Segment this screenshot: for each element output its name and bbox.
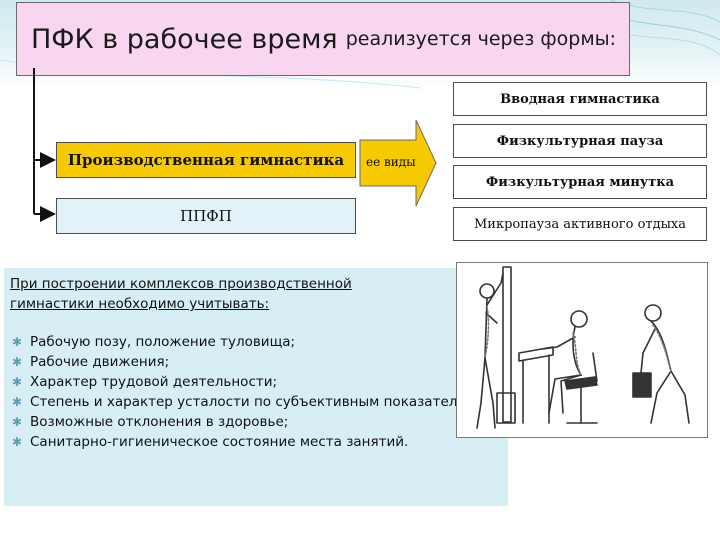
list-item-text: Характер трудовой деятельности; bbox=[30, 374, 278, 390]
list-item: ✱ Санитарно-гигиеническое состояние места… bbox=[10, 432, 510, 452]
list-item: ✱ Характер трудовой деятельности; bbox=[10, 372, 510, 392]
list-item: ✱ Возможные отклонения в здоровье; bbox=[10, 412, 510, 432]
list-item-text: Степень и характер усталости по субъекти… bbox=[30, 394, 481, 410]
list-item-text: Рабочие движения; bbox=[30, 354, 170, 370]
type-exercise-minute: Физкультурная минутка bbox=[453, 165, 707, 199]
asterisk-bullet-icon: ✱ bbox=[12, 435, 23, 449]
asterisk-bullet-icon: ✱ bbox=[12, 335, 23, 349]
considerations-panel bbox=[4, 268, 508, 506]
list-item: ✱ Степень и характер усталости по субъект… bbox=[10, 392, 510, 412]
title-box: ПФК в рабочее время реализуется через фо… bbox=[16, 2, 630, 76]
considerations-list: ✱ Рабочую позу, положение туловища; ✱ Рабо… bbox=[10, 332, 510, 452]
list-item-text: Санитарно-гигиеническое состояние места … bbox=[30, 434, 409, 450]
list-item: ✱ Рабочие движения; bbox=[10, 352, 510, 372]
type-exercise-pause: Физкультурная пауза bbox=[453, 124, 707, 158]
posture-illustration bbox=[456, 262, 708, 438]
asterisk-bullet-icon: ✱ bbox=[12, 375, 23, 389]
right-arrow-icon bbox=[359, 119, 437, 207]
asterisk-bullet-icon: ✱ bbox=[12, 395, 23, 409]
page-subtitle: реализуется через формы: bbox=[345, 28, 617, 50]
page-title: ПФК в рабочее время bbox=[31, 23, 338, 55]
type-intro-gymnastics: Вводная гимнастика bbox=[453, 82, 707, 116]
posture-figures-icon bbox=[476, 266, 690, 429]
ppfp-box: ППФП bbox=[56, 198, 356, 234]
list-item: ✱ Рабочую позу, положение туловища; bbox=[10, 332, 510, 352]
list-item-text: Возможные отклонения в здоровье; bbox=[30, 414, 289, 430]
arrow-label: ее виды bbox=[366, 155, 416, 169]
production-gymnastics-box: Производственная гимнастика bbox=[56, 142, 356, 178]
asterisk-bullet-icon: ✱ bbox=[12, 355, 23, 369]
type-micro-pause: Микропауза активного отдыха bbox=[453, 207, 707, 241]
considerations-heading: При построении комплексов производственн… bbox=[10, 276, 352, 312]
list-item-text: Рабочую позу, положение туловища; bbox=[30, 334, 296, 350]
asterisk-bullet-icon: ✱ bbox=[12, 415, 23, 429]
